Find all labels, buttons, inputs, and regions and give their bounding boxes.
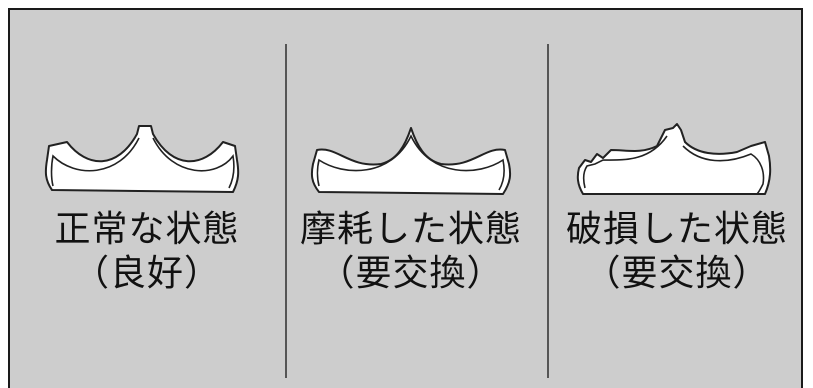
- normal-blade-teeth-illustration: [44, 125, 240, 193]
- panel-worn: 摩耗した状態 （要交換）: [286, 120, 536, 296]
- panel-worn-caption: 摩耗した状態 （要交換）: [286, 208, 536, 296]
- caption-line1: 正常な状態: [54, 209, 240, 250]
- caption-line2: （良好）: [72, 253, 221, 294]
- divider-right: [547, 44, 549, 378]
- panel-broken-caption: 破損した状態 （要交換）: [552, 208, 802, 296]
- panel-normal: 正常な状態 （良好）: [22, 120, 272, 296]
- caption-line1: 摩耗した状態: [299, 209, 522, 250]
- worn-blade-teeth-illustration: [310, 127, 512, 195]
- panel-broken: 破損した状態 （要交換）: [552, 120, 802, 296]
- diagram-frame: [8, 8, 803, 388]
- divider-left: [285, 44, 287, 378]
- caption-line1: 破損した状態: [565, 209, 788, 250]
- caption-line2: （要交換）: [584, 253, 770, 294]
- panel-normal-caption: 正常な状態 （良好）: [22, 208, 272, 296]
- broken-blade-teeth-illustration: [576, 123, 772, 195]
- caption-line2: （要交換）: [318, 253, 504, 294]
